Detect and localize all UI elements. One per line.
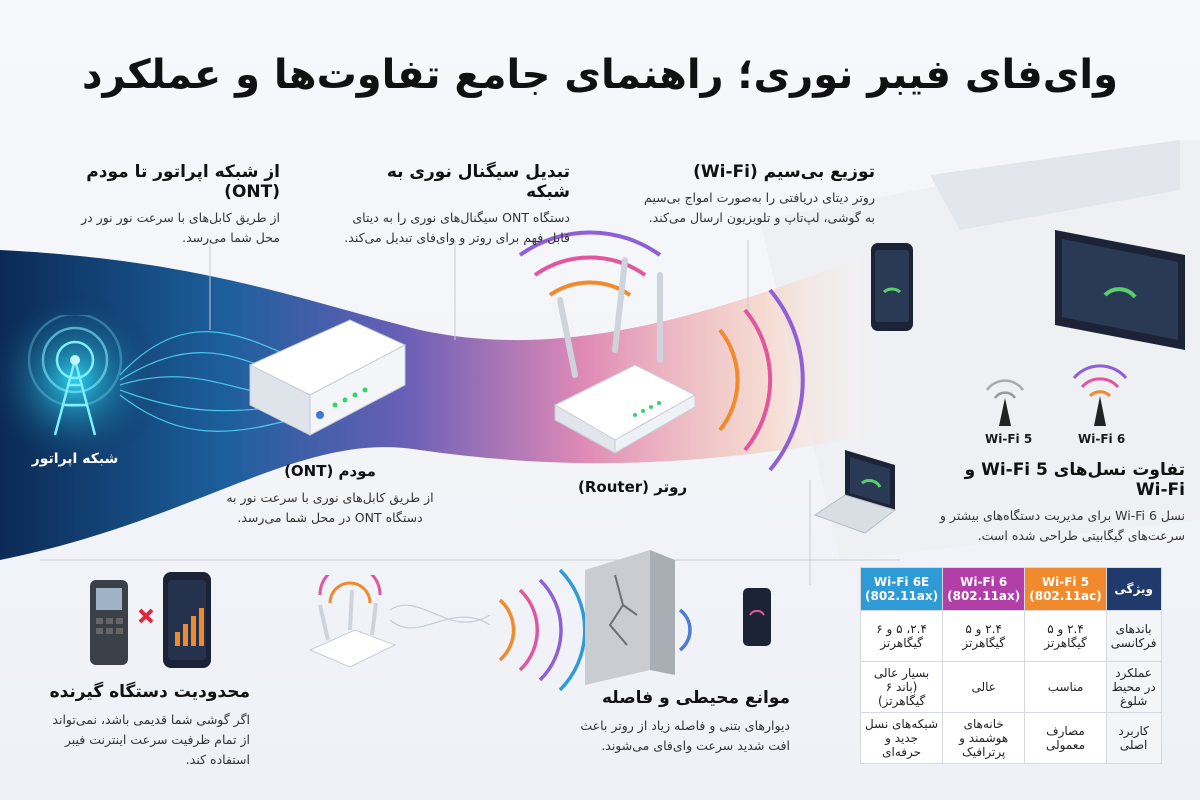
table-cell: بسیار عالی (باند ۶ گیگاهرتز) [859,661,944,713]
section-body: روتر دیتای دریافتی را به‌صورت امواج بی‌س… [644,190,875,225]
section-heading: تفاوت نسل‌های Wi-Fi 5 و Wi-Fi [964,460,1185,500]
modem-icon [248,319,407,436]
operator-glow [0,290,165,470]
phone-icon [871,243,913,331]
table-cell: ۲.۴ و ۵ گیگاهرتز [1024,610,1107,662]
table-cell: ۲.۴، ۵ و ۶ گیگاهرتز [859,610,944,662]
table-row-label: باندهای فرکانسی [1105,610,1162,662]
section-heading: موانع محیطی و فاصله [602,688,790,708]
modem-body: از طریق کابل‌های نوری با سرعت نور به دست… [226,490,434,525]
section-distribution: توزیع بی‌سیم (Wi-Fi) روتر دیتای دریافتی … [640,162,875,228]
router-icon [553,257,697,454]
table-header-cell: Wi-Fi 5 (802.11ac) [1024,567,1107,611]
modem-block: مودم (ONT) از طریق کابل‌های نوری با سرعت… [225,462,435,528]
section-body: نسل Wi-Fi 6 برای مدیریت دستگاه‌های بیشتر… [939,508,1185,543]
table-cell: شبکه‌های نسل جدید و حرفه‌ای [859,712,944,764]
section-body: اگر گوشی شما قدیمی باشد، نمی‌تواند از تم… [52,712,250,767]
room-ceiling [930,140,1180,230]
wavy-strands [389,604,491,629]
section-generations: تفاوت نسل‌های Wi-Fi 5 و Wi-Fi نسل Wi-Fi … [930,460,1185,546]
section-heading: از شبکه اپراتور تا مودم (ONT) [86,162,280,202]
table-cell: ۲.۴ و ۵ گیگاهرتز [942,610,1026,662]
wifi6-antenna-icon [1072,364,1128,426]
section-body: دیوارهای بتنی و فاصله زیاد از روتر باعث … [580,718,790,753]
operator-node: شبکه اپراتور [15,312,135,485]
table-row-label: کاربرد اصلی [1105,712,1162,764]
section-body: دستگاه ONT سیگنال‌های نوری را به دیتای ق… [344,210,570,245]
old-vs-new-phone-icon [90,572,211,668]
operator-label: شبکه اپراتور [31,451,119,467]
distant-phone-icon [743,588,771,646]
table-header-cell: ویژگی [1105,567,1162,611]
table-cell: عالی [942,661,1026,713]
section-heading: تبدیل سیگنال نوری به شبکه [386,162,570,202]
section-device-limit: محدودیت دستگاه گیرنده اگر گوشی شما قدیمی… [40,682,250,770]
page-title: وای‌فای فیبر نوری؛ راهنمای جامع تفاوت‌ها… [82,52,1118,98]
table-header-cell: Wi-Fi 6E (802.11ax) [859,567,944,611]
section-body: از طریق کابل‌های با سرعت نور نور در محل … [81,210,280,245]
table-cell: خانه‌های هوشمند و پرترافیک [942,712,1026,764]
signal-beam [0,250,900,560]
table-cell: مناسب [1024,661,1107,713]
connector-lines [40,240,900,585]
concrete-wall-icon [585,550,675,685]
section-obstacles: موانع محیطی و فاصله دیوارهای بتنی و فاصل… [560,688,790,756]
section-heading: توزیع بی‌سیم (Wi-Fi) [693,162,875,182]
router-label: روتر (Router) [578,478,688,496]
tv-icon [1055,230,1185,350]
section-operator-to-modem: از شبکه اپراتور تا مودم (ONT) از طریق کا… [60,162,280,248]
table-cell: مصارف معمولی [1024,712,1107,764]
wifi5-label: Wi-Fi 5 [985,432,1033,446]
section-heading: محدودیت دستگاه گیرنده [49,682,250,702]
table-row-label: عملکرد در محیط شلوغ [1105,661,1162,713]
table-header-cell: Wi-Fi 6 (802.11ax) [942,567,1026,611]
wifi6-label: Wi-Fi 6 [1078,432,1126,446]
tower-icon [27,312,123,436]
laptop-icon [813,450,897,534]
obstacle-waves [498,568,692,692]
modem-label: مودم (ONT) [284,462,376,480]
section-conversion: تبدیل سیگنال نوری به شبکه دستگاه ONT سیگ… [340,162,570,248]
wifi5-antenna-icon [985,379,1025,426]
small-router-icon [308,575,397,668]
